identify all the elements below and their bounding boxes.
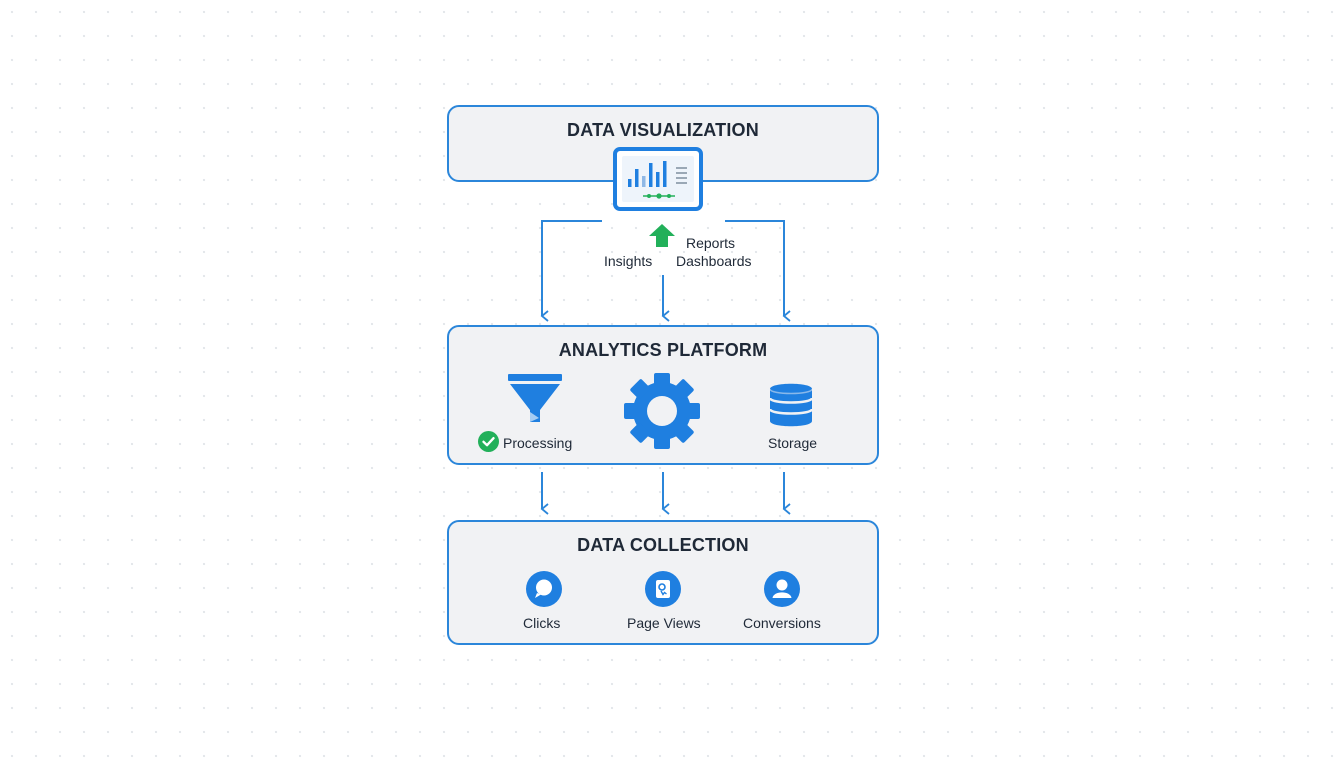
funnel-icon: [508, 374, 562, 422]
processing-label: Processing: [503, 435, 573, 451]
gear-icon: [624, 373, 700, 449]
dashboard-monitor-icon: [613, 147, 703, 211]
data-visualization-title: DATA VISUALIZATION: [567, 120, 759, 140]
dashboards-label: Dashboards: [676, 253, 752, 269]
data-collection-title: DATA COLLECTION: [577, 535, 749, 555]
arrow-left-bracket: [540, 220, 602, 322]
clicks-label: Clicks: [523, 615, 561, 631]
page-view-icon: [645, 571, 681, 607]
up-arrow-icon: [649, 224, 675, 247]
storage-label: Storage: [768, 435, 818, 451]
page-views-label: Page Views: [627, 615, 701, 631]
database-icon: [768, 383, 814, 427]
arrow-right-bracket: [725, 220, 791, 322]
conversions-label: Conversions: [743, 615, 821, 631]
reports-label: Reports: [686, 235, 736, 251]
chat-bubble-icon: [526, 571, 562, 607]
analytics-platform-title: ANALYTICS PLATFORM: [558, 340, 768, 360]
check-circle-icon: [478, 431, 499, 452]
insights-label: Insights: [604, 253, 653, 269]
user-icon: [764, 571, 800, 607]
